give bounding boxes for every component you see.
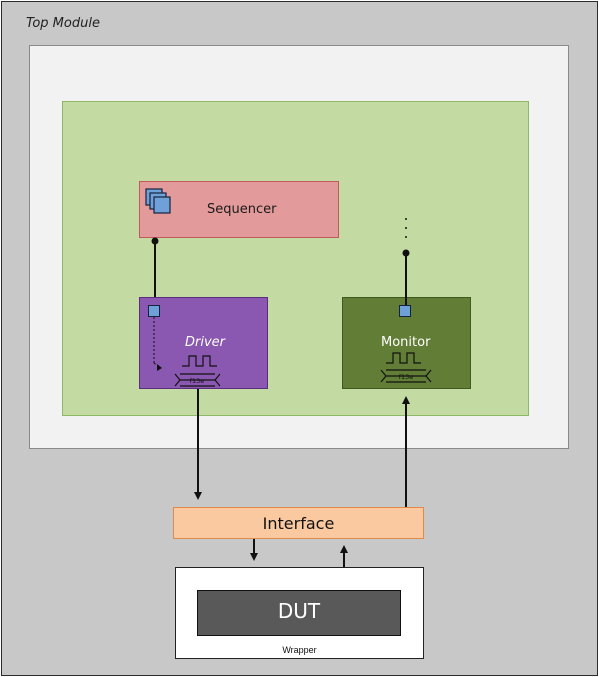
dut-block: DUT [197, 590, 401, 636]
monitor-port-icon [399, 305, 411, 317]
monitor-block: Monitor [342, 297, 471, 389]
driver-port-icon [148, 305, 160, 317]
sequencer-block: Sequencer [139, 181, 339, 238]
monitor-label: Monitor [381, 335, 431, 350]
driver-waveform-icon [174, 355, 221, 387]
interface-block: Interface [173, 507, 424, 539]
monitor-waveform-icon [380, 352, 432, 383]
dut-label: DUT [277, 599, 321, 623]
sequencer-label: Sequencer [207, 202, 277, 217]
driver-internal-arrow [153, 317, 162, 371]
sequence-items-icon [145, 188, 171, 214]
driver-wave-tag: f13e [190, 377, 205, 385]
interface-label: Interface [262, 514, 335, 533]
monitor-wave-tag: f13e [399, 373, 414, 381]
driver-block: Driver [139, 297, 268, 389]
wrapper-label: Wrapper [282, 645, 317, 655]
seq-driver-connection [151, 237, 159, 297]
top-module-label: Top Module [26, 16, 100, 31]
driver-label: Driver [185, 335, 226, 350]
monitor-analysis-connection [402, 218, 410, 305]
